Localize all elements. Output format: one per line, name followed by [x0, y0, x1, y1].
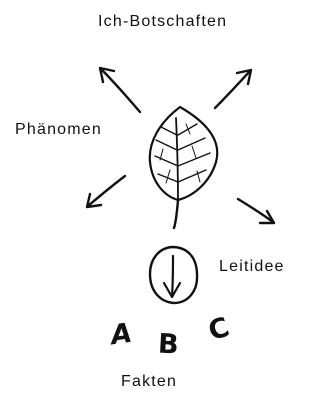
- label-fakten: Fakten: [121, 373, 177, 391]
- letter-a: A: [109, 320, 133, 350]
- arrow-up-right-icon: [215, 70, 251, 108]
- down-arrow-circle-icon: [150, 247, 197, 303]
- arrow-up-left-icon: [100, 68, 140, 112]
- label-leitidee: Leitidee: [219, 258, 285, 276]
- arrow-down-left-icon: [87, 176, 125, 207]
- leaf-icon: [150, 107, 217, 228]
- arrow-down-right-icon: [238, 199, 274, 223]
- label-phaenomen: Phänomen: [15, 121, 102, 139]
- letter-b: B: [157, 330, 179, 358]
- label-ich-botschaften: Ich-Botschaften: [98, 13, 227, 31]
